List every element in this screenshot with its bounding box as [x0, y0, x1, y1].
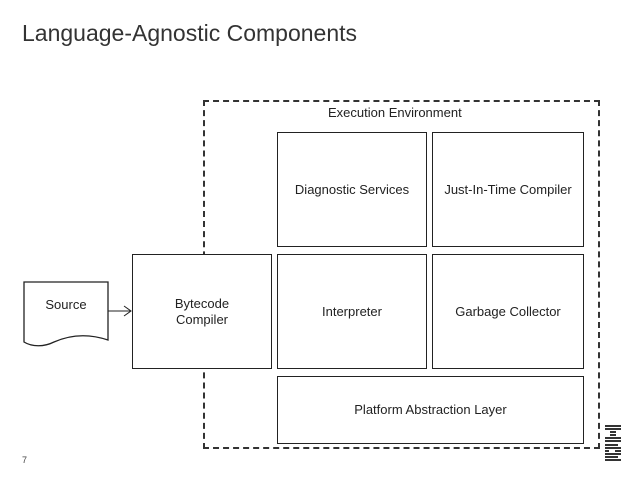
arrowhead-icon	[123, 305, 132, 317]
source-document-shape	[23, 281, 109, 347]
garbage-collector-box: Garbage Collector	[432, 254, 584, 369]
interpreter-box: Interpreter	[277, 254, 427, 369]
garbage-collector-label: Garbage Collector	[455, 303, 561, 319]
ibm-logo	[605, 425, 621, 461]
interpreter-label: Interpreter	[322, 303, 382, 319]
jit-compiler-label: Just-In-Time Compiler	[444, 181, 572, 197]
diagnostic-services-box: Diagnostic Services	[277, 132, 427, 247]
page-number: 7	[22, 455, 28, 465]
jit-compiler-box: Just-In-Time Compiler	[432, 132, 584, 247]
platform-abstraction-layer-label: Platform Abstraction Layer	[354, 402, 507, 417]
bytecode-compiler-box: Bytecode Compiler	[132, 254, 272, 369]
execution-environment-label: Execution Environment	[328, 105, 462, 120]
bytecode-compiler-label: Bytecode Compiler	[174, 295, 230, 327]
diagnostic-services-label: Diagnostic Services	[294, 181, 410, 197]
platform-abstraction-layer-box: Platform Abstraction Layer	[277, 376, 584, 444]
slide-title: Language-Agnostic Components	[22, 20, 358, 46]
source-label: Source	[45, 297, 87, 312]
